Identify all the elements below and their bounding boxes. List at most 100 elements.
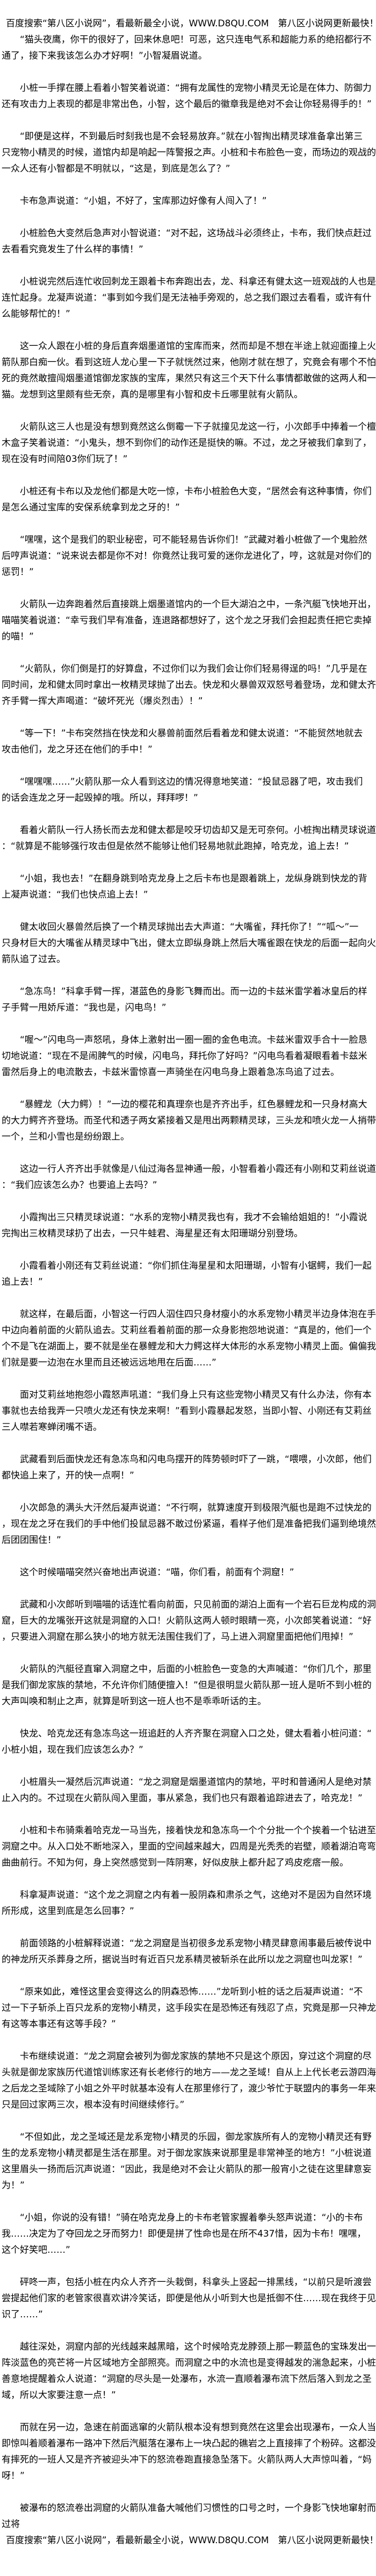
paragraph-line: 都快追上来了，开的快一点啊！” (2, 1470, 134, 1481)
paragraph-line: 的神龙所灭杀葬身之所，据说当时有近百只龙系精灵被斩杀在此所以龙之洞窟也叫龙冢！” (2, 1954, 363, 1965)
paragraph-line: 的喵！” (2, 631, 34, 642)
paragraph-line: “急冻鸟！”科拿手臂一挥，湛蓝色的身影飞舞而出。而一边的卡兹米雷学着冰皇后的样 (20, 986, 367, 997)
paragraph-line: 我……决定为了夺回龙之牙而努力！即便是拼了性命也是在所不437惜，因为卡布！嘿嘿… (2, 2229, 366, 2239)
paragraph-line: 通了，接下来我该怎么办才好啊！”小智凝眉说道。 (2, 51, 207, 61)
paragraph-line: 事就也去给我弄一只喷火龙还有快龙来啊！”看到小霞暴起发怒，当即小智、小刚还有艾莉… (2, 1406, 372, 1417)
paragraph: 小霞掏出三只精灵球说道：“水系的宠物小精灵我也有，我才不会输给姐姐的！”小霞说完… (2, 1209, 376, 1242)
paragraph-line: 小桩小姐，现在我们应该怎么办？” (2, 1745, 143, 1755)
paragraph-line: 小桩眉头一凝然后沉声说道：“龙之洞窟是烟墨道馆内的禁地，平时和普通闲人是绝对禁 (20, 1777, 372, 1788)
paragraph-line: 科拿凝声说道：“这个龙之洞窟之内有着一股阴森和肃杀之气，这绝对不是因为自然环境 (20, 1890, 372, 1901)
paragraph: 小桩脸色大变然后急声对小智说道：“对不起，这场战斗必须终止，卡布，我们快点赶过去… (2, 225, 376, 258)
paragraph-line: 尝提起他们家的老管家很喜欢讲冷笑话，即便是他从小听到大也是抵御不住……现在我终于… (2, 2293, 376, 2304)
paragraph-line: 大声叫唤和制止之声，就算是听到这一班人也不是乖乖听话的主。 (2, 1696, 266, 1707)
paragraph-line: 一个，兰和小雪也是纷纷跟上。 (2, 1132, 129, 1142)
paragraph-line: ，只要进入洞窟在那么狭小的地方就无法围住我们了，马上进入洞窟里面把他们甩掉！” (2, 1632, 353, 1642)
paragraph-line: “火箭队，你们倒是打的好算盘，不过你们以为我们会让你们轻易得逞的吗！”几乎是在 (20, 664, 367, 674)
paragraph-line: 只是回过家两三次，根本没有时间继续修行。” (2, 2100, 185, 2110)
paragraph-line: 还有攻击力上表现的都是非常出色，小智，这个最后的徽章我是绝对不会让你轻易得手的！… (2, 99, 372, 110)
paragraph: 砰咚一声，包括小桩在内众人齐齐一头栽倒，科拿头上竖起一排黑线，“以前只是听渡尝尝… (2, 2274, 376, 2323)
paragraph-line: “等一下！”卡布突然挡在快龙和火暴兽前面然后看着龙和健太说道：“不能贸然地就去 (20, 728, 363, 739)
paragraph-line: 砰咚一声，包括小桩在内众人齐齐一头栽倒，科拿头上竖起一排黑线，“以前只是听渡尝 (20, 2277, 372, 2288)
paragraph: 小霞看着小刚还有艾莉丝说道：“你们抓住海星星和太阳珊瑚，小智有小锯鳄，我们一起追… (2, 1258, 376, 1290)
paragraph: “小姐，你说的没有错！”骑在哈克龙身上的卡布老管家握着拳头怒声说道：“小的卡布我… (2, 2210, 376, 2258)
paragraph-line: 后团团围住！” (2, 1535, 61, 1546)
paragraph-line: 攻击他们，龙之牙还在他们的手中！” (2, 744, 153, 755)
paragraph-line: 是我们御龙家族的禁地，不允许你们随便擅入！”但是很明显火箭队那一班人是听不到小桩… (2, 1680, 372, 1691)
paragraph: 火箭队的汽艇径直窜入洞窟之中，后面的小桩脸色一变急的大声喊道：“你们几个，那里是… (2, 1661, 376, 1710)
paragraph-line: 之后龙之圣域除了小姐之外平时就基本没有人在那里修行了，渡少爷忙于联盟内的事务一年… (2, 2083, 376, 2094)
paragraph: “小姐，我也去！”在翻身跳到哈克龙身上之后卡布也是跟着跳上，龙纵身跳到快龙的背上… (2, 871, 376, 903)
paragraph-line: 这里眉头一扬而后沉声说道：“因此，我是绝对不会让火箭队的那一般宵小之徒在这里肆意… (2, 2164, 372, 2175)
paragraph-line: 猫。龙想到这里颇有些无奈，真的是哪里有小智和皮卡丘哪里就有火箭队。 (2, 389, 303, 400)
paragraph-line: 小桩脸色大变然后急声对小智说道：“对不起，这场战斗必须终止，卡布，我们快点赶过 (20, 228, 372, 239)
paragraph-line: ：“我们应该怎么办？也要追上去吗？” (2, 1180, 157, 1191)
paragraph-line: 后哼声说道：“说来说去都是你不对！你竟然让我可爱的迷你龙进化了，哼，这就是对你们… (2, 551, 372, 561)
site-banner-bottom: 百度搜索“第八区小说网”，看最新最全小说，WWW.D8QU.COM 第八区小说网… (6, 2535, 376, 2546)
paragraph-line: 的话会连龙之牙一起毁掉的哦。所以，拜拜啰！” (2, 793, 198, 803)
paragraph: 卡布继续说道：“龙之洞窟会被列为御龙家族的禁地不只是这个原因，穿过这个洞窟的尽头… (2, 2048, 376, 2113)
paragraph-line: 们就是要一边泡在水里而且还被远远地甩在后面……” (2, 1357, 216, 1368)
paragraph: 就这样，在最后面，小智这一行四人泅住四只身材瘦小的水系宠物小精灵半边身体泡在手中… (2, 1306, 376, 1371)
paragraph: “不但如此，龙之圣域还是龙系宠物小精灵的乐园，御龙家族所有人的宠物小精灵还有野生… (2, 2129, 376, 2194)
paragraph: “猫头夜鹰，你干的很好了，回来休息吧！可恶，这只连电气系和超能力系的绝招都行不通… (2, 32, 376, 64)
paragraph-line: 洞窟之中。从入口处不断地深入，里面的空间越来越大，四周是光秃秃的岩壁，顺着湖泊弯… (2, 1841, 376, 1852)
paragraph-line: 快龙、哈克龙还有急冻鸟这一班追赶的人齐齐聚在洞窟入口之处，健太看着小桩问道：“ (20, 1728, 372, 1739)
paragraph: “等一下！”卡布突然挡在快龙和火暴兽前面然后看着龙和健太说道：“不能贸然地就去攻… (2, 725, 376, 758)
paragraph: 小桩眉头一凝然后沉声说道：“龙之洞窟是烟墨道馆内的禁地，平时和普通闲人是绝对禁止… (2, 1774, 376, 1806)
paragraph-line: 善意地提醒着众人说道：“洞窟的尽头是一处瀑布，水流一直顺着瀑布流下然后落入到龙之… (2, 2374, 372, 2385)
paragraph: 而就在另一边，急速在前面逃窜的火箭队根本没有想到竟然在这里会出现瀑布，一众人当即… (2, 2420, 376, 2484)
paragraph-line: 只身材巨大的大嘴雀从精灵球中飞出，健太立即纵身跳上然后大嘴雀跟在快龙的后面一起向… (2, 938, 376, 949)
paragraph-line: 去看看究竟发生了什么样的事情！” (2, 244, 143, 255)
paragraph-line: 被瀑布的怒流卷出洞窟的火箭队准备大喊他们习惯性的口号之时，一个身影飞快地窜射而 (20, 2503, 376, 2514)
paragraph: 武藏看到后面快龙还有急冻鸟和闪电鸟摆开的阵势顿时吓了一跳，“喂喂，小次郎，他们都… (2, 1451, 376, 1484)
paragraph-line: 三人噤若寒蝉闭嘴不语。 (2, 1422, 102, 1433)
paragraph: 健太收回火暴兽然后换了一个精灵球抛出去大声道：“大嘴雀，拜托你了！”“呱～”一只… (2, 919, 376, 967)
paragraph-line: 这一众人跟在小桩的身后直奔烟墨道馆的宝库而来，然而却是不想在半途上就迎面撞上火 (20, 341, 376, 352)
paragraph-line: 火箭队这三人也是没有想到竟然这么倒霉一下子就撞见龙这一行，小次郎手中捧着一个檀 (20, 422, 376, 432)
paragraph-line: 而就在另一边，急速在前面逃窜的火箭队根本没有想到竟然在这里会出现瀑布，一众人当 (20, 2422, 376, 2433)
paragraph-line: 切地说道：“现在不是闹脾气的时候，闪电鸟，拜托你了好吗？”闪电鸟看着凝眼看着卡兹… (2, 1051, 367, 1062)
paragraph-line: 为！” (2, 2180, 25, 2191)
paragraph-line: 小霞看着小刚还有艾莉丝说道：“你们抓住海星星和太阳珊瑚，小智有小锯鳄，我们一起 (20, 1261, 372, 1271)
paragraph-line: “不但如此，龙之圣域还是龙系宠物小精灵的乐园，御龙家族所有人的宠物小精灵还有野 (20, 2132, 372, 2143)
paragraph-line: 域，所以大家要注意一点！” (2, 2390, 116, 2401)
paragraph-line: 卡布急声说道：“小姐，不好了，宝库那边好像有人闯入了！” (20, 196, 267, 207)
paragraph-line: 连忙起身。龙凝声说道：“事到如今我们是无法袖手旁观的，总之我们跟过去看看，或许有… (2, 293, 372, 303)
paragraph-line: 中边向着前面的火箭队追去。艾莉丝看着前面的那一众身影抱怨地说道：“真是的，他们一… (2, 1325, 372, 1336)
paragraph-line: 小桩一手撑在腰上看着小智笑着说道：“拥有龙属性的宠物小精灵无论是在体力、防御力 (20, 83, 372, 94)
paragraph: 面对艾莉丝地抱怨小霞怒声吼道：“我们身上只有这些宠物小精灵又有什么办法，你有本事… (2, 1387, 376, 1435)
paragraph-line: 箭队那白痴一伙。看到这班人龙心里一下子就恍然过来，他刚才就在想了，究竟会有哪个不… (2, 357, 376, 368)
paragraph: “暴鲤龙（大力鳄）！”一边的樱花和真理奈也是齐齐出手，红色暴鲤龙和一只身材高大的… (2, 1097, 376, 1145)
paragraph-line: 完掏出三枚精灵球扔了出去，一只牛蛙君、海星星还有太阳珊瑚分别登场。 (2, 1228, 303, 1239)
paragraph-line: “暴鲤龙（大力鳄）！”一边的樱花和真理奈也是齐齐出手，红色暴鲤龙和一只身材高大 (20, 1099, 367, 1110)
paragraph-line: 现在没有时间陪03你们玩了！” (2, 454, 128, 465)
paragraph-line: 有摔死的一班人又是齐齐被迎头冲下的怒流卷跑直接急坠落下。火箭队两人大声惊叫着，“… (2, 2454, 372, 2465)
paragraph-line: 追上去！” (2, 1277, 43, 1287)
paragraph: 前面领路的小桩解释说道：“龙之洞窟是当初很多龙系宠物小精灵肆意闹事最后被传说中的… (2, 1935, 376, 1968)
paragraph: 快龙、哈克龙还有急冻鸟这一班追赶的人齐齐聚在洞窟入口之处，健太看着小桩问道：“ 小… (2, 1726, 376, 1758)
paragraph-line: “喔～”闪电鸟一声怒吼，身体上激射出一圈一圈的金色电流。卡兹米雷双手合十一脸恳 (20, 1035, 367, 1045)
paragraph-line: 这边一行人齐齐出手就像是八仙过海各显神通一般，小智看着小霞还有小刚和艾莉丝说道 (20, 1164, 376, 1175)
paragraph-line: 木盒子笑着说道：“小鬼头，想不到你们的动作还是挺快的嘛。不过，龙之牙被我们拿到了… (2, 438, 372, 449)
paragraph: 被瀑布的怒流卷出洞窟的火箭队准备大喊他们习惯性的口号之时，一个身影飞快地窜射而过… (2, 2500, 376, 2532)
chapter-body: “猫头夜鹰，你干的很好了，回来休息吧！可恶，这只连电气系和超能力系的绝招都行不通… (2, 32, 376, 2532)
paragraph: 小桩说完然后连忙收回刺龙王跟着卡布奔跑出去，龙、科拿还有健太这一班观战的人也是连… (2, 274, 376, 322)
paragraph-line: 箭队追了过去。 (2, 954, 66, 965)
paragraph-line: “猫头夜鹰，你干的很好了，回来休息吧！可恶，这只连电气系和超能力系的绝招都行不 (20, 34, 372, 45)
paragraph-line: 窟，巨大的龙嘴张开这就是洞窟的入口！火箭队这两人顿时眼睛一亮，小次郎笑着说道：“… (2, 1616, 372, 1626)
paragraph: 小桩一手撑在腰上看着小智笑着说道：“拥有龙属性的宠物小精灵无论是在体力、防御力还… (2, 80, 376, 112)
paragraph: “嘿嘿，这个是我们的职业秘密，可不能轻易告诉你们！”武藏对着小桩做了一个鬼脸然后… (2, 532, 376, 580)
paragraph: “火箭队，你们倒是打的好算盘，不过你们以为我们会让你们轻易得逞的吗！”几乎是在同… (2, 661, 376, 709)
paragraph-line: 么能够帮忙的！” (2, 309, 70, 319)
paragraph: “原来如此，难怪这里会变得这么的阴森恐怖……”龙听到小桩的话之后凝声说道：“不过… (2, 1984, 376, 2032)
paragraph-line: 惩罚！” (2, 567, 34, 578)
paragraph-line: 卡布继续说道：“龙之洞窟会被列为御龙家族的禁地不只是这个原因，穿过这个洞窟的尽 (20, 2051, 372, 2062)
paragraph: 小桩还有卡布以及龙他们都是大吃一惊，卡布小桩脸色大变，“居然会有这种事情，你们是… (2, 483, 376, 516)
paragraph: 这个时候喵喵突然兴奋地出声说道：“喵，你们看，前面有个洞窟！” (2, 1564, 376, 1581)
paragraph-line: 只宠物小精灵的时候，道馆内却是响起一阵警报之声。小桩和卡布脸色一变，而场边的观战… (2, 147, 376, 158)
paragraph-line: 所形成，这里到底是怎么回事？” (2, 1906, 134, 1917)
paragraph: 小次郎急的满头大汗然后凝声说道：“不行啊，就算速度开到极限汽艇也是跑不过快龙的，… (2, 1500, 376, 1548)
paragraph: 这边一行人齐齐出手就像是八仙过海各显神通一般，小智看着小霞还有小刚和艾莉丝说道 ：… (2, 1161, 376, 1193)
paragraph-line: 阵淡蓝色的亮芒将一片区域地方全部照亮。而洞窟之中的水流也是变得越发的湍急起来，小… (2, 2358, 376, 2368)
